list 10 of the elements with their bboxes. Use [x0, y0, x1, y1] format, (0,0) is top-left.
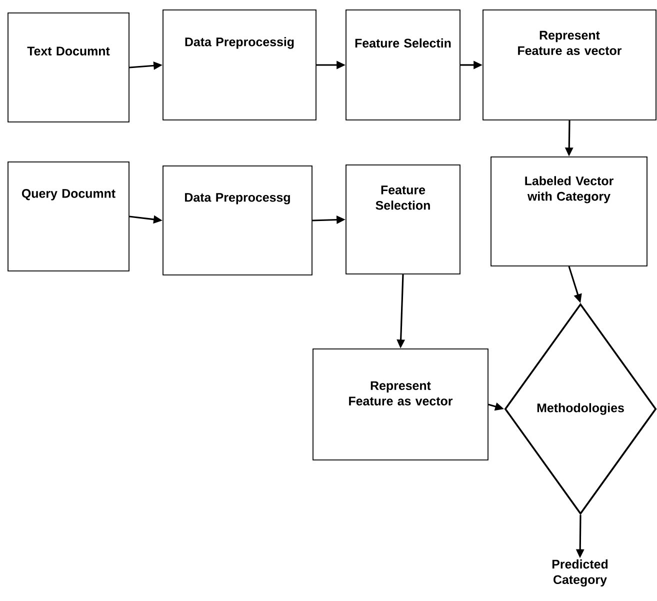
process-box: Data Preprocessg	[162, 166, 312, 276]
process-box: Feature Selection	[346, 164, 460, 274]
output-label: Predicted Category	[552, 559, 608, 587]
process-box: Represent Feature as vector	[482, 10, 656, 120]
process-box: Represent Feature as vector	[312, 348, 488, 460]
process-box: Feature Selectin	[346, 10, 460, 120]
process-box: Data Preprocessig	[162, 10, 316, 120]
process-box: Labeled Vector with Category	[490, 156, 648, 266]
process-box: Query Documnt	[8, 162, 130, 272]
process-box: Text Documnt	[8, 12, 130, 122]
